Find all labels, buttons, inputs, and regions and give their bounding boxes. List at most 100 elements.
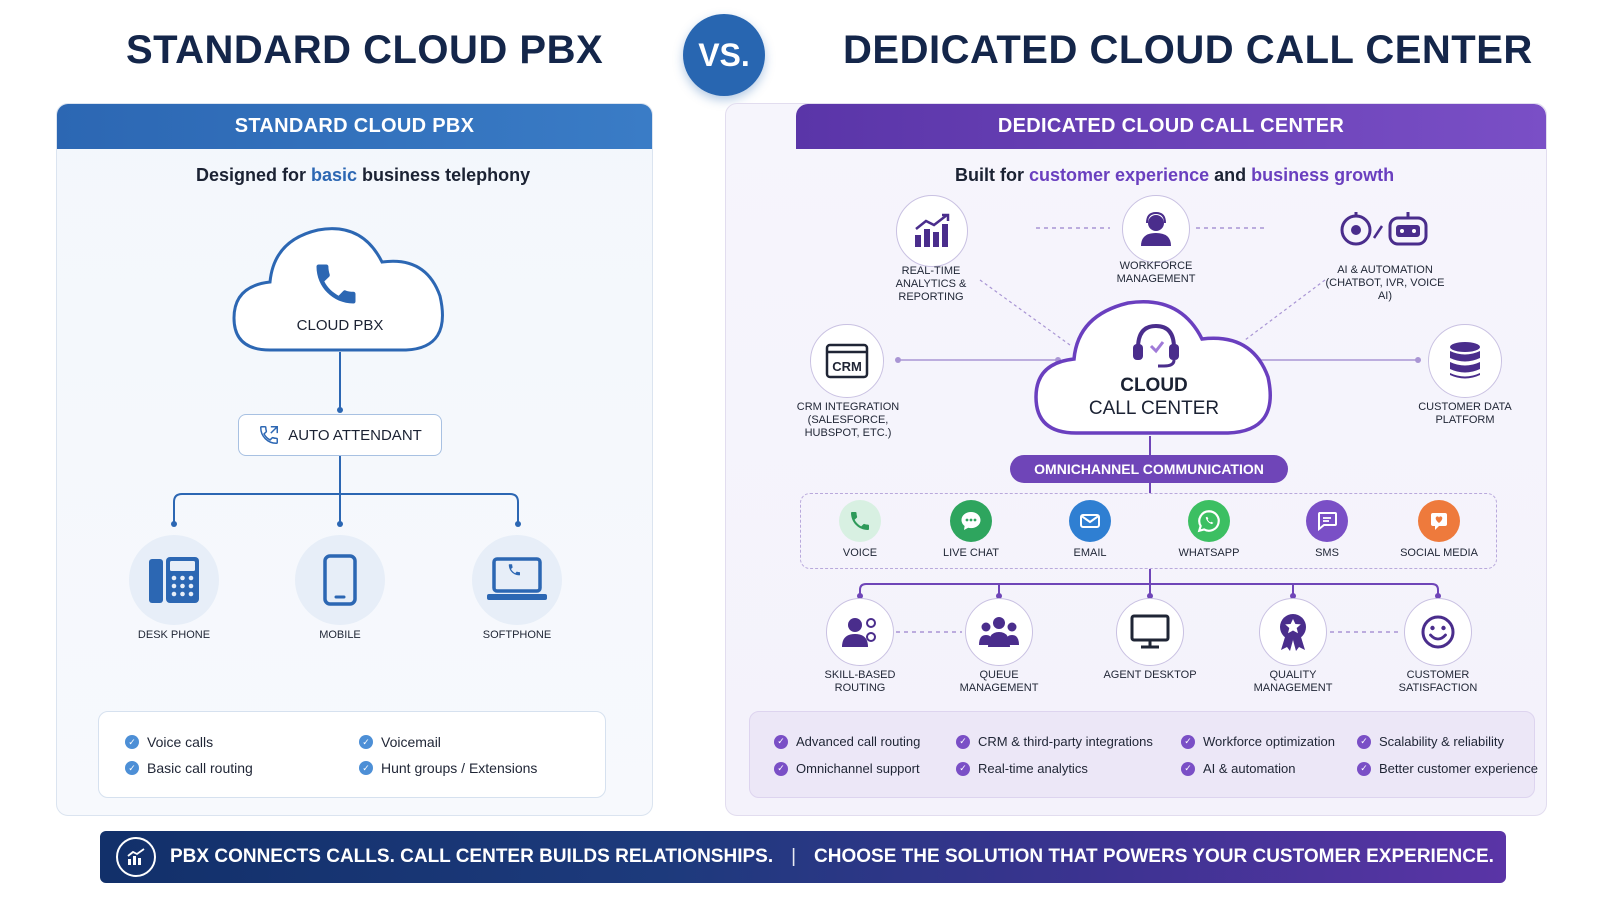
analytics-node — [896, 195, 968, 267]
cloud-call-center-line1: CLOUD — [1120, 375, 1188, 396]
feature-label-analytics: REAL-TIME ANALYTICS & REPORTING — [895, 265, 967, 303]
checklist-item: ✓ Basic call routing — [125, 760, 253, 776]
checklist-item-label: Basic call routing — [147, 760, 253, 776]
check-icon: ✓ — [359, 761, 373, 775]
crm-icon-text: CRM — [832, 359, 862, 374]
checklist-item: ✓Omnichannel support — [774, 761, 920, 776]
checklist-item-label: Scalability & reliability — [1379, 734, 1504, 749]
desk-phone-icon — [149, 557, 199, 603]
robot-icon — [1340, 212, 1428, 246]
checklist-item-label: Workforce optimization — [1203, 734, 1335, 749]
desk-phone-node — [129, 535, 219, 625]
email-icon — [1080, 514, 1100, 528]
voice-channel — [839, 500, 881, 542]
check-icon: ✓ — [1181, 734, 1195, 749]
channel-label-sms: SMS — [1315, 547, 1339, 559]
call-center-feature-checklist: ✓Advanced call routing ✓CRM & third-part… — [749, 711, 1538, 798]
checklist-item-label: Voice calls — [147, 734, 214, 750]
analytics-icon — [915, 213, 950, 247]
auto-attendant-label: AUTO ATTENDANT — [288, 426, 422, 444]
cloud-pbx-label: CLOUD PBX — [296, 317, 384, 334]
agent-icon — [1141, 211, 1171, 246]
standard-pbx-header: STANDARD CLOUD PBX — [57, 104, 652, 149]
check-icon: ✓ — [1181, 761, 1195, 776]
checklist-item: ✓Advanced call routing — [774, 734, 920, 749]
left-subtitle-text: Designed for — [196, 165, 312, 185]
checklist-item-label: CRM & third-party integrations — [978, 734, 1153, 749]
channel-label-social-media: SOCIAL MEDIA — [1400, 547, 1478, 559]
check-icon: ✓ — [956, 761, 970, 776]
right-subtitle-text: Built for — [955, 165, 1029, 185]
mobile-node — [295, 535, 385, 625]
pbx-feature-checklist: ✓ Voice calls ✓ Voicemail ✓ Basic call rout… — [98, 711, 606, 798]
feature-label-quality: QUALITY MANAGEMENT — [1253, 669, 1333, 694]
checklist-item-label: Voicemail — [381, 734, 441, 750]
queue-icon — [979, 617, 1019, 647]
database-icon — [1450, 342, 1480, 379]
sms-icon — [1318, 512, 1337, 532]
checklist-item: ✓ Real-time analytics — [956, 761, 1088, 776]
whatsapp-channel — [1188, 500, 1230, 542]
checklist-item-label: Hunt groups / Extensions — [381, 760, 538, 776]
footer-left-text: PBX CONNECTS CALLS. CALL CENTER BUILDS R… — [170, 846, 774, 867]
desktop-icon — [1130, 614, 1170, 649]
call-center-header: DEDICATED CLOUD CALL CENTER — [796, 104, 1546, 149]
feature-label-skill-routing: SKILL-BASED ROUTING — [824, 669, 896, 694]
feature-label-crm: CRM INTEGRATION (SALESFORCE, HUBSPOT, ET… — [796, 401, 900, 439]
left-subtitle: Designed for basic business telephony — [196, 165, 530, 186]
checklist-item: ✓ Workforce optimization — [1181, 734, 1335, 749]
smiley-icon — [1421, 615, 1455, 649]
channel-label-voice: VOICE — [842, 547, 878, 559]
check-icon: ✓ — [125, 735, 139, 749]
right-subtitle-highlight-2: business growth — [1251, 165, 1395, 185]
footer-banner: PBX CONNECTS CALLS. CALL CENTER BUILDS R… — [100, 831, 1506, 883]
checklist-item-label: Better customer experience — [1379, 761, 1538, 776]
phone-routing-icon — [260, 426, 279, 444]
social-media-icon — [1431, 513, 1447, 530]
feature-label-queue: QUEUE MANAGEMENT — [959, 669, 1039, 694]
crm-icon: CRM — [825, 343, 869, 379]
omnichannel-pill: OMNICHANNEL COMMUNICATION — [1010, 455, 1288, 483]
phone-icon — [851, 512, 869, 530]
satisfaction-node — [1404, 598, 1472, 666]
feature-label-customer-data: CUSTOMER DATA PLATFORM — [1418, 401, 1512, 426]
crm-node: CRM — [810, 324, 884, 398]
device-label-desk-phone: DESK PHONE — [137, 629, 211, 641]
checklist-item: ✓ Scalability & reliability — [1357, 734, 1504, 749]
skill-routing-icon — [842, 618, 876, 647]
social-media-channel — [1418, 500, 1460, 542]
channel-label-email: EMAIL — [1073, 547, 1107, 559]
headset-icon — [1133, 323, 1179, 368]
right-subtitle-highlight-1: customer experience — [1029, 165, 1210, 185]
feature-label-workforce: WORKFORCE MANAGEMENT — [1116, 260, 1196, 285]
softphone-icon — [487, 557, 547, 600]
right-main-title: DEDICATED CLOUD CALL CENTER — [843, 28, 1533, 72]
workforce-node — [1122, 195, 1190, 263]
left-subtitle-highlight: basic — [311, 165, 358, 185]
left-main-title: STANDARD CLOUD PBX — [126, 28, 604, 72]
quality-node — [1259, 598, 1327, 666]
device-label-mobile: MOBILE — [319, 629, 361, 641]
checklist-item: ✓CRM & third-party integrations — [956, 734, 1153, 749]
check-icon: ✓ — [125, 761, 139, 775]
check-icon: ✓ — [774, 761, 788, 776]
phone-icon — [316, 264, 356, 304]
chat-icon — [961, 512, 981, 530]
email-channel — [1069, 500, 1111, 542]
cloud-call-center-cloud — [1034, 300, 1272, 435]
checklist-item-label: AI & automation — [1203, 761, 1296, 776]
checklist-item-label: Real-time analytics — [978, 761, 1088, 776]
ai-automation-node — [1334, 208, 1434, 252]
channel-label-live-chat: LIVE CHAT — [942, 547, 1000, 559]
live-chat-channel — [950, 500, 992, 542]
right-subtitle-text-mid: and — [1209, 165, 1252, 185]
check-icon: ✓ — [1357, 734, 1371, 749]
check-icon: ✓ — [774, 734, 788, 749]
checklist-item: ✓ Voicemail — [359, 734, 441, 750]
auto-attendant-box: AUTO ATTENDANT — [238, 414, 442, 456]
feature-label-ai-automation: AI & AUTOMATION (CHATBOT, IVR, VOICE AI) — [1325, 264, 1445, 302]
check-icon: ✓ — [359, 735, 373, 749]
checklist-item: ✓ Voice calls — [125, 734, 213, 750]
mobile-icon — [323, 554, 357, 606]
skill-routing-node — [826, 598, 894, 666]
